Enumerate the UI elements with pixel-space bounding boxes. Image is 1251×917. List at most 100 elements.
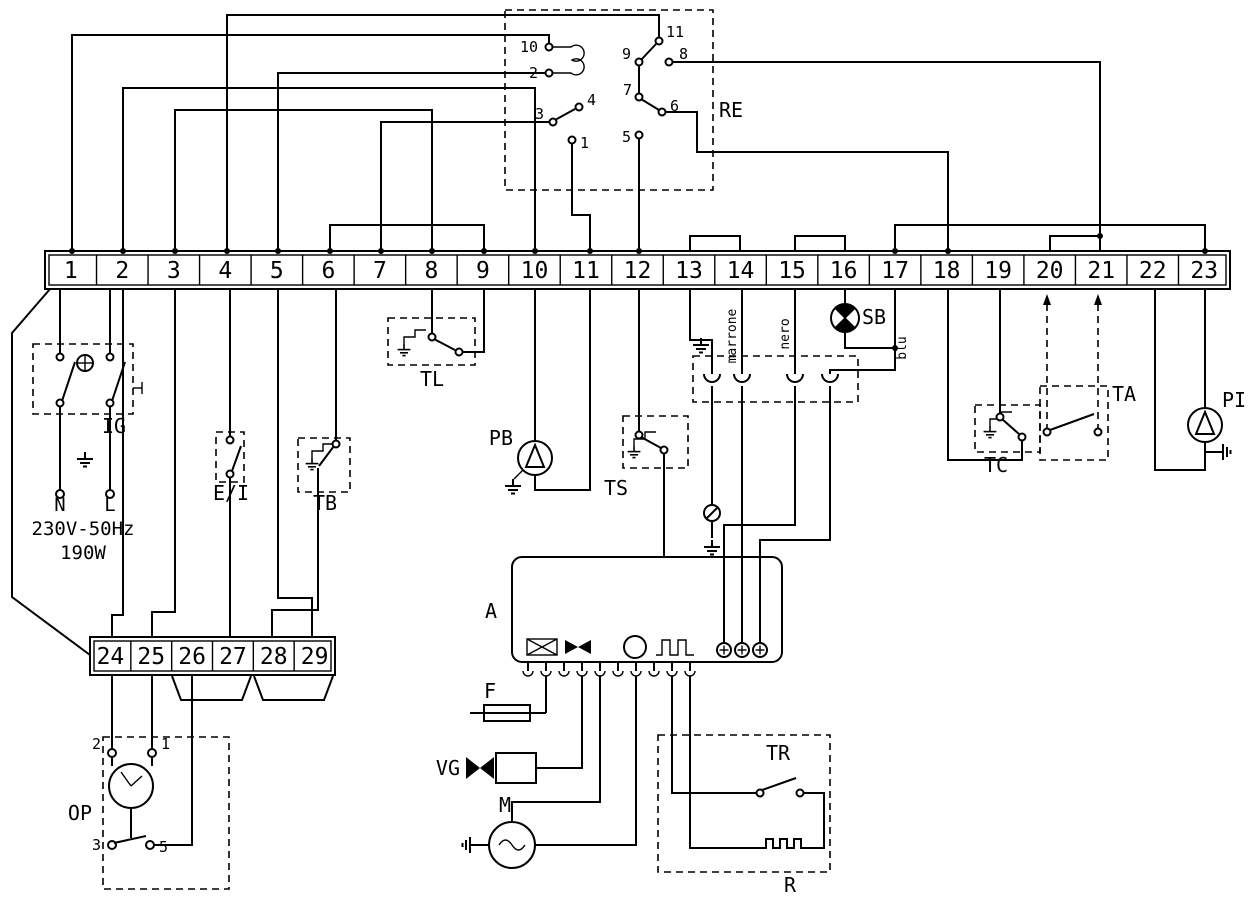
power-label: 190W <box>60 542 106 564</box>
tl-box <box>387 317 476 366</box>
wire-bridge <box>689 235 741 251</box>
wire <box>71 34 550 251</box>
contact-blade <box>640 98 660 111</box>
terminal-number: 12 <box>624 258 652 284</box>
board-label: A <box>485 599 497 623</box>
terminal-strip-frame-inner <box>48 254 1227 286</box>
board-pin-socket <box>666 670 678 677</box>
wire-label-black: nero <box>778 318 793 349</box>
switch-blade <box>231 445 242 472</box>
wire <box>844 332 895 349</box>
plug-housing <box>171 675 252 701</box>
board-outline <box>511 556 783 663</box>
op-pin-3: 3 <box>92 836 101 854</box>
re-pin-2: 2 <box>529 64 538 82</box>
terminal-number: 13 <box>675 258 703 284</box>
arrow-up-icon <box>1043 294 1051 305</box>
board-pin-socket <box>630 670 642 677</box>
tl-label: TL <box>420 367 444 391</box>
terminal-number: 16 <box>830 258 858 284</box>
tr-box <box>657 734 831 873</box>
terminal-strip-frame <box>89 636 336 676</box>
wire <box>671 676 756 794</box>
valve-coil <box>495 752 537 784</box>
terminal-number: 6 <box>321 258 335 284</box>
wire <box>535 676 637 846</box>
wire <box>226 14 660 251</box>
wire <box>277 288 313 637</box>
wire <box>723 386 796 643</box>
wire <box>665 111 949 251</box>
switch-blade <box>318 445 335 467</box>
earth-icon <box>461 836 478 854</box>
terminal-number: 24 <box>97 644 125 670</box>
re-pin-6: 6 <box>670 97 679 115</box>
switch-ei: E/I <box>213 431 249 505</box>
voltage-label: 230V-50Hz <box>32 518 135 540</box>
transformer-tr: TR R <box>657 676 831 897</box>
wire <box>689 288 713 374</box>
terminal-number: 20 <box>1036 258 1064 284</box>
wire <box>672 61 1101 251</box>
terminal-number: 10 <box>521 258 549 284</box>
ig-box <box>32 343 134 415</box>
motor-label: M <box>499 793 511 817</box>
socket <box>733 373 751 383</box>
wire <box>803 792 825 849</box>
connector-box <box>692 355 859 403</box>
wire <box>329 224 485 251</box>
socket <box>703 373 721 383</box>
pb-label: PB <box>489 426 513 450</box>
wire <box>111 288 124 637</box>
valve-icon <box>466 757 480 779</box>
board-pin-socket <box>558 670 570 677</box>
terminal-number: 8 <box>424 258 438 284</box>
switch-blade <box>1049 413 1095 431</box>
wire <box>462 288 485 353</box>
fuse-icon <box>483 704 531 722</box>
terminal-number: 25 <box>137 644 165 670</box>
socket <box>786 373 804 383</box>
ta-label: TA <box>1112 382 1136 406</box>
gas-valve-vg: VG <box>436 676 583 784</box>
op-pin-1: 1 <box>161 735 170 753</box>
wire <box>271 468 319 637</box>
wire <box>122 87 536 251</box>
wire <box>759 386 831 643</box>
pump-pb: PB <box>489 426 553 495</box>
wire <box>894 224 1206 251</box>
l-terminal <box>105 489 115 499</box>
board-pin-socket <box>612 670 624 677</box>
terminal-number: 19 <box>984 258 1012 284</box>
wire <box>947 288 1023 461</box>
relay-coil <box>553 44 585 76</box>
re-pin-10: 10 <box>520 38 538 56</box>
wire <box>571 144 591 251</box>
wire <box>534 288 591 491</box>
ts-box <box>622 415 689 469</box>
valve-icon <box>480 757 494 779</box>
terminal-number: 5 <box>270 258 284 284</box>
switch-blade <box>113 835 147 844</box>
programmer-op: 2 1 3 5 OP <box>68 675 230 890</box>
re-pin-9: 9 <box>622 45 631 63</box>
arrow-up-icon <box>1094 294 1102 305</box>
fuse-label: F <box>484 679 496 703</box>
wire <box>174 109 433 251</box>
board-pin-socket <box>540 670 552 677</box>
re-pin-1: 1 <box>580 134 589 152</box>
ts-label: TS <box>604 476 628 500</box>
terminal-number: 23 <box>1190 258 1218 284</box>
board-pin-socket <box>522 670 534 677</box>
resistor-icon <box>760 838 807 849</box>
switch-blade <box>61 361 76 402</box>
terminal-number: 9 <box>476 258 490 284</box>
terminal-number: 21 <box>1087 258 1115 284</box>
ig-label: IG <box>102 414 126 438</box>
tb-box <box>297 437 351 493</box>
re-pin-5: 5 <box>622 128 631 146</box>
relay-re: 10 2 11 9 8 7 6 5 3 4 1 RE <box>504 9 743 191</box>
terminal-number: 28 <box>260 644 288 670</box>
